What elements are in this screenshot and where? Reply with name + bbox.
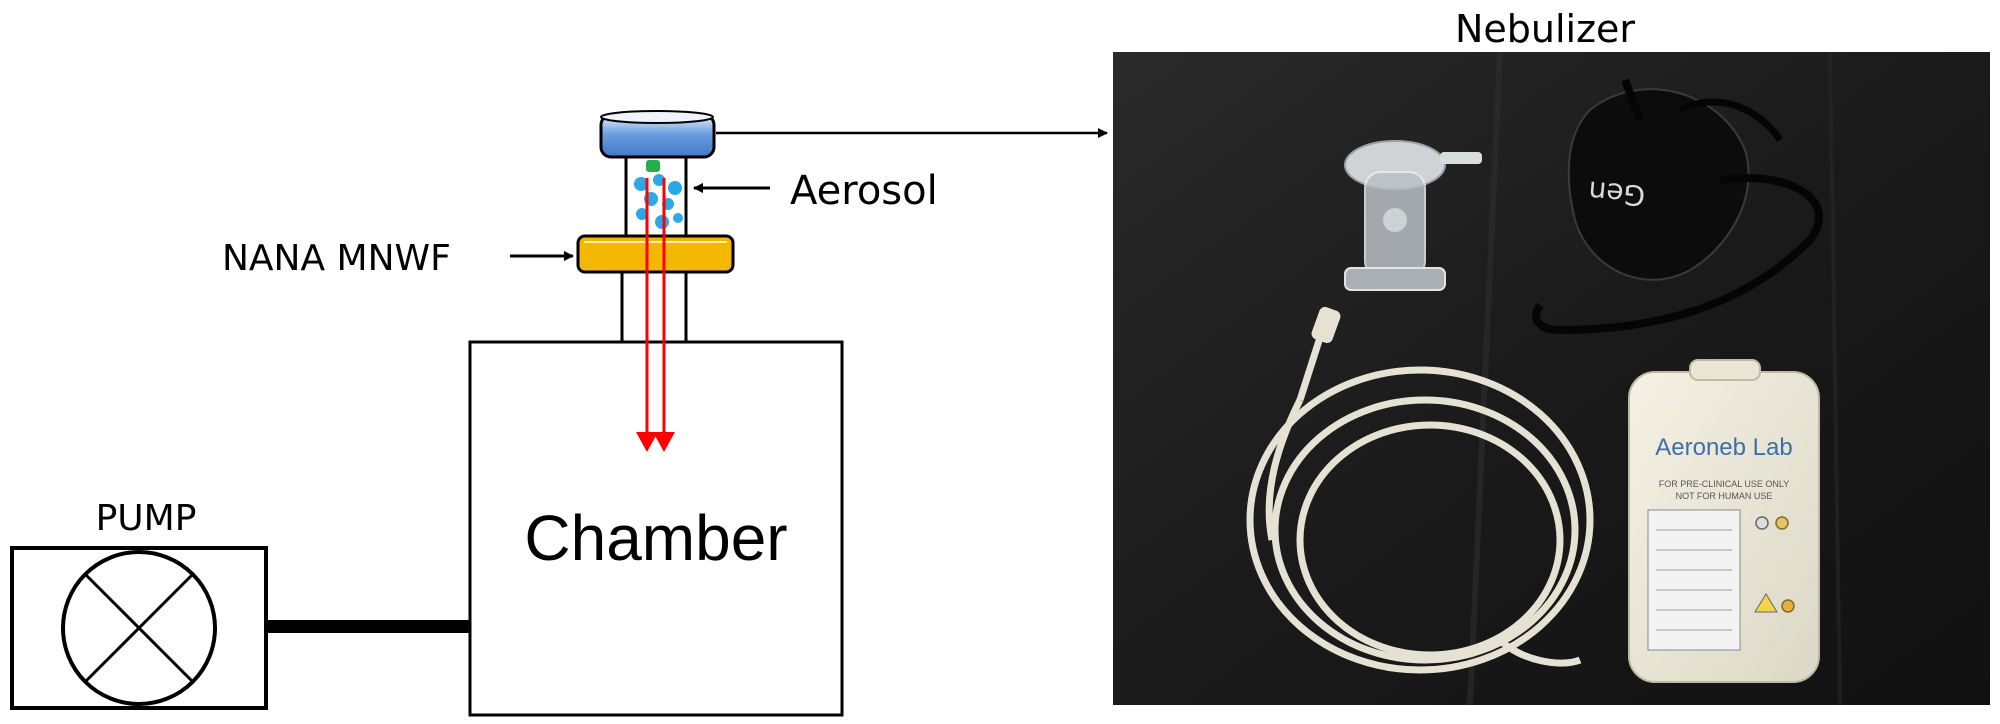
power-indicator-image (1755, 516, 1769, 530)
pump-label: PUMP (96, 498, 197, 539)
nebulizer-title: Nebulizer (1455, 7, 1635, 51)
aerosol-particle (653, 174, 665, 186)
warning-triangle-image (1754, 593, 1778, 613)
pump-symbol-cross-b (83, 572, 195, 684)
nebulizer-unit-image (1344, 140, 1482, 291)
alarm-led-image (1781, 599, 1795, 613)
chamber-label: Chamber (524, 502, 787, 574)
aerosol-particle (668, 181, 682, 195)
airflow-arrows (636, 178, 675, 452)
aeroneb-controller-image: Aeroneb Lab FOR PRE-CLINICAL USE ONLY NO… (1628, 359, 1820, 683)
aerosol-particle (636, 208, 648, 220)
aeroneb-notice-2: NOT FOR HUMAN USE (1676, 491, 1773, 501)
nebulizer-reservoir (599, 110, 716, 159)
aerosol-label: Aerosol (790, 168, 938, 214)
lower-tube (620, 270, 688, 344)
aerosol-particle (673, 213, 683, 223)
aeroneb-label-sticker (1647, 509, 1741, 651)
ac-adapter-image: Gen (1532, 78, 1823, 335)
nebulizer-photo: Gen Aeroneb Lab FOR PRE-CLINICAL USE ONL… (1113, 51, 1990, 706)
aerosol-green-particle (646, 160, 660, 172)
aerosol-particle (634, 177, 648, 191)
cable-connector-image (1311, 306, 1341, 344)
filter-label: NANA MNWF (222, 238, 451, 279)
aerosol-particle (655, 215, 669, 229)
nana-mnwf-filter (576, 234, 735, 274)
aeroneb-brand: Aeroneb Lab (1655, 434, 1792, 461)
adapter-text: Gen (1587, 174, 1646, 212)
status-led-image (1775, 516, 1789, 530)
aeroneb-notice-1: FOR PRE-CLINICAL USE ONLY (1659, 479, 1790, 489)
chamber-box (468, 340, 844, 717)
pump-chamber-tube (266, 620, 470, 633)
